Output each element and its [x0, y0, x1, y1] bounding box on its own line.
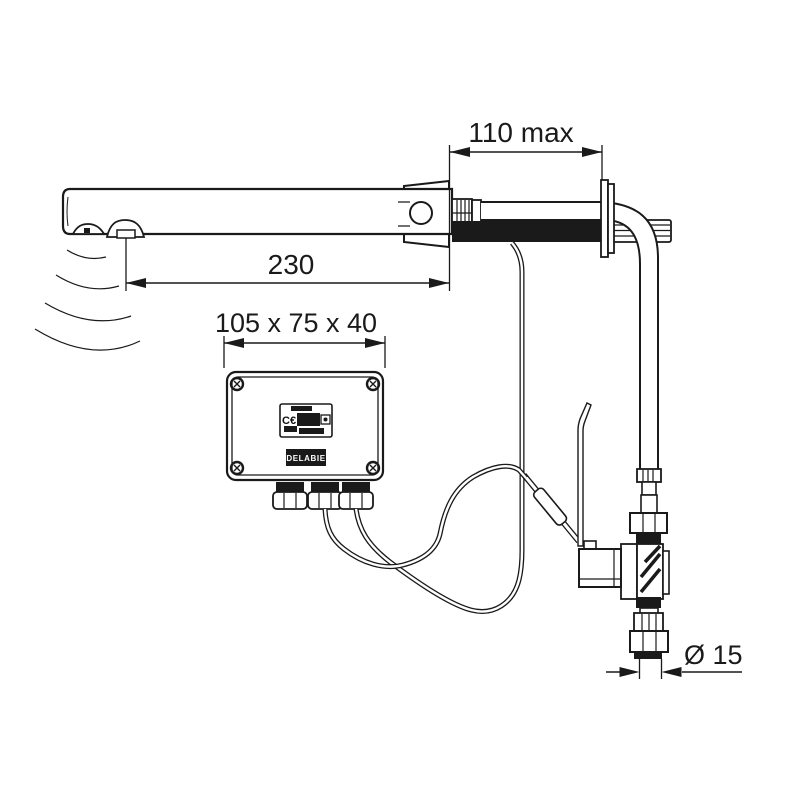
dimension-control-box: 105 x 75 x 40: [215, 308, 386, 368]
cable-glands: [272, 482, 374, 510]
dimension-control-box-text: 105 x 75 x 40: [215, 308, 377, 338]
solenoid-valve-assembly: [577, 402, 670, 659]
tee-body: [620, 543, 670, 600]
control-box: C€ DELABIE: [225, 370, 385, 510]
spout-assembly: [34, 179, 672, 470]
rating-label: C€: [279, 403, 333, 438]
dimension-pipe-diameter: Ø 15: [606, 640, 743, 679]
cables: [322, 241, 581, 614]
solenoid-coil: [578, 540, 622, 588]
dimension-spout-projection: 230: [125, 238, 449, 291]
spout-tube: [61, 187, 454, 236]
dimension-annotations: 110 max 230 105 x 75 x 40 Ø 15: [125, 117, 743, 679]
sensor-cable: [353, 241, 525, 614]
dimension-pipe-diameter-text: Ø 15: [684, 640, 743, 670]
cable-connector: [521, 473, 581, 544]
cable-gland: [338, 482, 374, 510]
brand-logo-text: DELABIE: [286, 454, 325, 463]
wall-flange: [600, 179, 615, 258]
dimension-wall-thickness: 110 max: [448, 117, 603, 291]
ce-marking-text: C€: [282, 415, 296, 427]
dimension-spout-projection-text: 230: [268, 249, 315, 280]
dimension-wall-thickness-text: 110 max: [468, 117, 573, 148]
spout-pivot: [409, 201, 433, 225]
solenoid-cable: [322, 463, 528, 570]
brand-logo: DELABIE: [286, 449, 326, 466]
detection-waves-icon: [34, 249, 141, 351]
corner-screws: [229, 376, 381, 476]
cable-tie: [577, 402, 592, 547]
aerator-outlet: [71, 223, 106, 235]
threaded-bar: [452, 221, 601, 242]
cable-gland: [307, 482, 343, 510]
cable-gland: [272, 482, 308, 510]
